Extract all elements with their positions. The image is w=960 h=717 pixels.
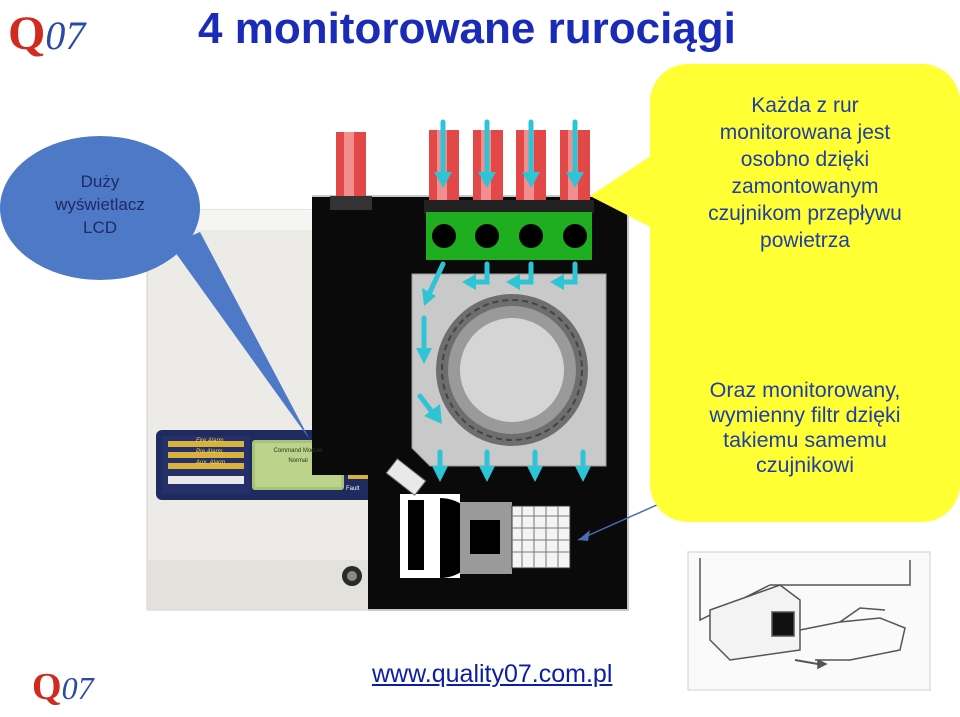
page-title: 4 monitorowane rurociągi bbox=[198, 4, 736, 53]
logo-bottom: Q07 bbox=[32, 666, 94, 708]
pipes bbox=[330, 130, 594, 214]
sensor-callout bbox=[650, 64, 960, 522]
airflow-arrows bbox=[416, 119, 591, 482]
footer-link[interactable]: www.quality07.com.pl bbox=[372, 660, 613, 688]
flow-sensor-block bbox=[426, 212, 592, 260]
filter-replacement-sketch bbox=[687, 551, 931, 691]
panel-labels: Fire Alarm Pre Alarm Aux. Alarm bbox=[196, 438, 226, 466]
sensor-callout-text: Każda z rur monitorowana jest osobno dzi… bbox=[708, 94, 902, 252]
filter-callout-text: Oraz monitorowany, wymienny filtr dzięki… bbox=[709, 378, 901, 477]
fan-chamber bbox=[411, 273, 607, 467]
filter-assembly bbox=[385, 458, 571, 578]
lcd-callout bbox=[0, 136, 310, 440]
panel-fault-label: Fault bbox=[346, 486, 360, 492]
logo-top: Q07 bbox=[8, 7, 86, 60]
panel-lcd-text: Command Module Normal bbox=[273, 448, 323, 464]
lcd-callout-text: Duży wyświetlacz LCD bbox=[55, 172, 145, 237]
filter-pointer-line bbox=[577, 499, 669, 541]
